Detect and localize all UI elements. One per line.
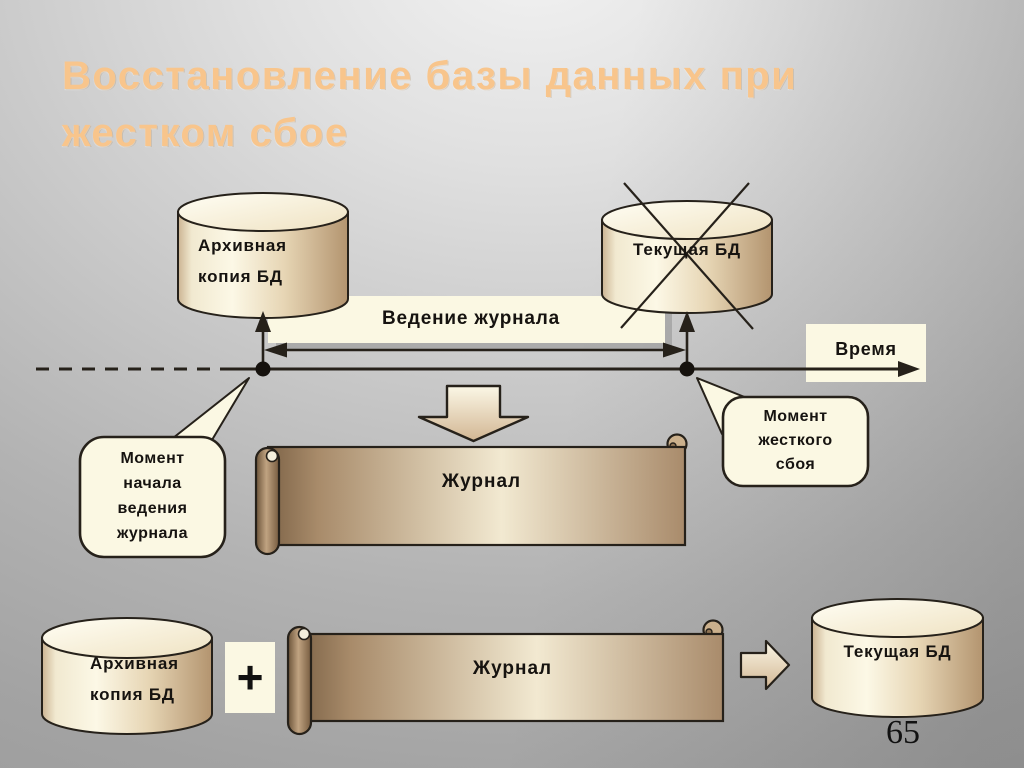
- callout-failure-line3: сбоя: [775, 456, 816, 473]
- callout-start-line4: журнала: [117, 525, 188, 542]
- callout-start-line1: Момент: [120, 450, 185, 467]
- archive-db-top-label: Архивная копия БД: [198, 230, 287, 292]
- journal-band-label: Ведение журнала: [382, 308, 560, 329]
- slide-title-line1: Восстановление базы данных при: [62, 54, 798, 98]
- callout-journal-start-text: Момент начала ведения журнала: [80, 446, 225, 546]
- current-db-bottom-label: Текущая БД: [843, 642, 952, 661]
- current-db-cylinder-top: [601, 200, 773, 314]
- journal-scroll-bottom-shape: [286, 619, 725, 736]
- axis-dot-start: [255, 361, 271, 377]
- callout-journal-start-bubble: [78, 377, 250, 559]
- page-number: 65: [886, 714, 920, 751]
- archive-db-bottom-line1: Архивная: [90, 654, 179, 673]
- callout-start-line3: ведения: [117, 500, 188, 517]
- failure-cross-icon: [620, 182, 754, 330]
- archive-db-top-line2: копия БД: [198, 267, 283, 286]
- callout-failure-line1: Момент: [763, 408, 828, 425]
- plus-box: [225, 642, 275, 713]
- arrow-to-current-db: [679, 311, 695, 369]
- callout-hard-failure-bubble: [696, 377, 870, 488]
- right-arrow-icon: [739, 639, 791, 691]
- journal-scroll-top-shape: [254, 433, 688, 556]
- axis-dot-failure: [679, 361, 695, 377]
- callout-start-line2: начала: [123, 475, 182, 492]
- journal-duration-arrow: [264, 342, 686, 358]
- timeline-axis: [36, 361, 920, 377]
- archive-db-bottom-label: Архивная копия БД: [90, 648, 179, 710]
- archive-db-cylinder-top: [177, 192, 349, 319]
- callout-failure-line2: жесткого: [758, 432, 833, 449]
- plus-sign: +: [236, 651, 264, 703]
- callout-hard-failure-text: Момент жесткого сбоя: [723, 405, 868, 477]
- archive-db-top-line1: Архивная: [198, 236, 287, 255]
- journal-scroll-bottom-label: Журнал: [472, 658, 553, 679]
- down-arrow-icon: [417, 384, 530, 443]
- slide-title-line2: жестком сбое: [62, 111, 349, 155]
- current-db-top-label: Текущая БД: [633, 240, 741, 259]
- archive-db-cylinder-bottom: [41, 617, 213, 735]
- archive-db-bottom-line2: копия БД: [90, 685, 175, 704]
- time-axis-label: Время: [835, 339, 897, 359]
- slide-title: Восстановление базы данных при жестком с…: [62, 48, 962, 162]
- current-db-cylinder-bottom: [811, 598, 984, 718]
- journal-scroll-top-label: Журнал: [441, 471, 522, 492]
